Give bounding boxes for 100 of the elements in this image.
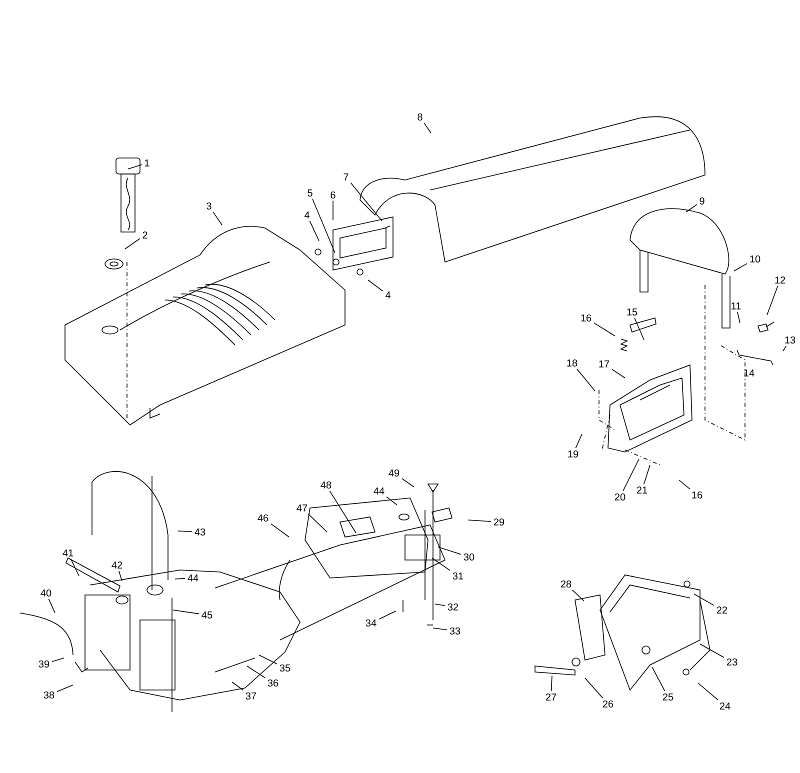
leader-line [178, 530, 192, 532]
leader-line [686, 204, 698, 212]
leader-line [232, 682, 244, 691]
callout-number: 48 [320, 481, 332, 489]
callout-number: 46 [258, 514, 268, 522]
callout-number: 12 [775, 276, 786, 284]
callout-number: 13 [785, 336, 796, 344]
callout-number: 33 [450, 627, 460, 635]
leader-line [644, 464, 650, 484]
leader-line [652, 666, 666, 692]
callout-number: 42 [112, 562, 122, 568]
callout-number: 49 [388, 469, 400, 477]
leader-line [612, 368, 626, 378]
callout-number: 16 [692, 491, 702, 499]
leader-line [694, 594, 714, 606]
leader-line [270, 523, 290, 538]
leader-line [70, 558, 80, 576]
leader-line [572, 590, 584, 602]
leader-line [329, 490, 356, 534]
callout-number: 44 [374, 488, 384, 494]
leader-line [212, 212, 222, 226]
callout-number: 39 [38, 660, 50, 668]
leader-line [584, 678, 604, 698]
leader-line [48, 598, 56, 614]
leader-line [575, 434, 582, 448]
leader-line [332, 200, 334, 220]
leader-line [438, 546, 462, 555]
leader-line [402, 478, 414, 488]
callout-number: 15 [627, 308, 638, 316]
callout-number: 8 [418, 113, 422, 121]
callout-number: 47 [296, 504, 308, 512]
callout-number: 17 [599, 360, 610, 368]
leader-line [468, 520, 492, 522]
callout-number: 40 [40, 589, 52, 597]
callout-number: 7 [344, 174, 348, 180]
callout-number: 26 [602, 700, 614, 708]
leader-line [172, 610, 200, 614]
leader-line [434, 604, 446, 606]
leader-line [124, 238, 140, 250]
callout-number: 3 [206, 202, 212, 210]
callout-number: 31 [452, 572, 464, 580]
leader-line [700, 644, 724, 658]
leader-line [432, 628, 448, 630]
leader-line [128, 164, 142, 170]
callout-number: 41 [62, 550, 74, 556]
callout-number: 20 [614, 493, 626, 501]
leader-line [174, 578, 186, 580]
callout-number: 29 [494, 518, 504, 526]
callout-number: 30 [464, 553, 474, 561]
leader-line [118, 570, 122, 582]
leader-line [594, 322, 616, 336]
callout-number: 18 [567, 359, 578, 367]
callout-number: 24 [720, 702, 730, 710]
leader-line [368, 280, 384, 292]
leader-line [576, 368, 596, 392]
callout-number: 1 [144, 160, 150, 166]
leader-line [424, 122, 432, 134]
leader-line [766, 285, 778, 316]
callout-number: 37 [246, 692, 256, 700]
callout-number: 27 [546, 694, 556, 700]
callout-number: 4 [304, 212, 310, 218]
leader-line [734, 263, 748, 272]
callout-number: 19 [568, 450, 578, 458]
leader-line [309, 220, 320, 242]
callout-number: 28 [560, 580, 572, 588]
callout-number: 10 [750, 255, 760, 263]
callout-number: 14 [744, 370, 754, 376]
leader-line [622, 458, 640, 492]
callout-number: 35 [280, 664, 290, 672]
callout-number: 16 [581, 314, 592, 322]
leader-line [312, 198, 336, 254]
callout-number: 44 [188, 574, 198, 582]
callout-number: 6 [330, 191, 336, 199]
leader-line [350, 182, 382, 222]
leader-line [782, 346, 787, 352]
leader-line [378, 610, 396, 620]
callout-number: 43 [194, 528, 206, 536]
leader-line [386, 496, 398, 506]
callout-number: 4 [385, 292, 390, 298]
callout-number: 5 [308, 190, 312, 196]
callout-number: 25 [662, 693, 674, 701]
leader-line [246, 666, 266, 678]
callout-number: 32 [448, 603, 458, 611]
leader-line [698, 682, 718, 700]
callout-number: 11 [732, 302, 741, 310]
leader-line [56, 684, 74, 692]
callout-number: 36 [268, 679, 278, 687]
leader-line [678, 480, 690, 490]
callout-number: 23 [726, 658, 738, 666]
callout-number: 2 [142, 232, 148, 238]
leader-line [258, 654, 278, 664]
leader-line [550, 676, 552, 692]
leader-line [52, 658, 64, 662]
leader-line [432, 558, 450, 571]
callout-number: 34 [366, 619, 376, 627]
callout-number: 9 [700, 197, 704, 205]
callout-number: 38 [44, 691, 54, 699]
callout-number: 21 [636, 486, 648, 494]
callout-number: 45 [202, 612, 212, 618]
callout-number: 22 [716, 606, 728, 614]
